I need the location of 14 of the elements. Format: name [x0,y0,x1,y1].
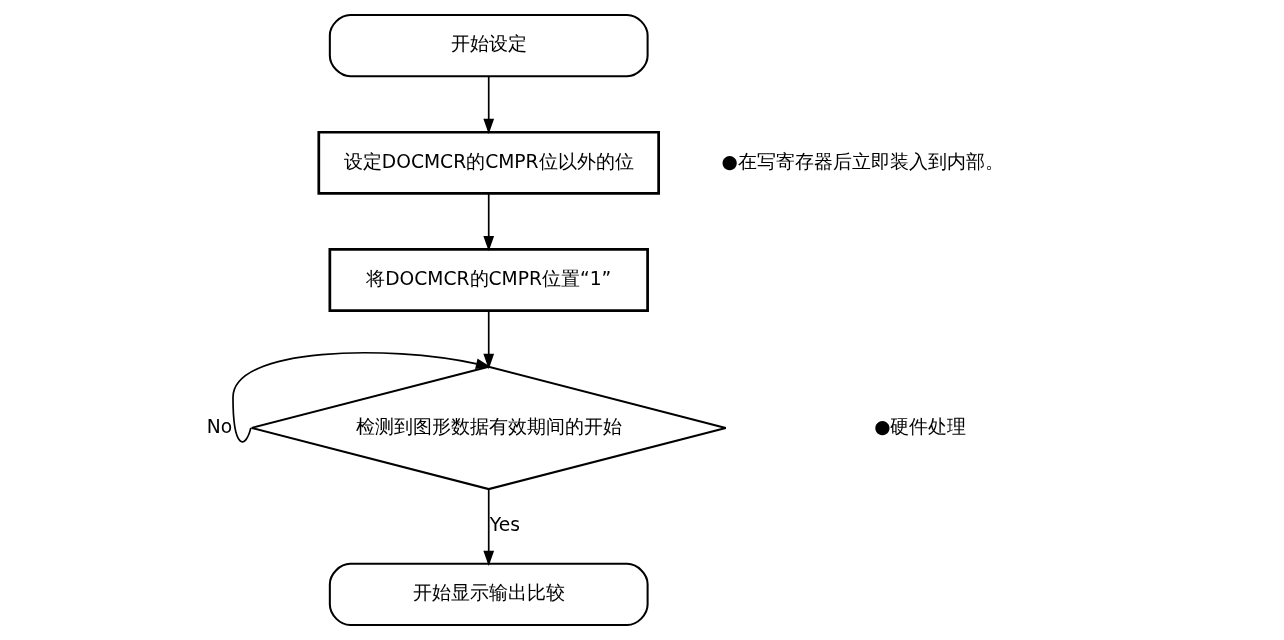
arrow [482,488,494,567]
node-diamond: 检测到图形数据有效期间的开始 [250,365,727,491]
arrow [231,352,491,443]
arrow [482,193,494,252]
arrow [482,310,494,370]
arrow [482,75,494,135]
edge-label: Yes [489,514,520,536]
node-box: 开始显示输出比较 [328,562,649,627]
node-box: 设定DOCMCR的CMPR位以外的位 [316,130,660,195]
node-box: 将DOCMCR的CMPR位置“1” [327,248,649,312]
edge-label: No [206,415,232,437]
node-box: 开始设定 [328,13,649,78]
label: ●硬件处理 [873,415,966,437]
node-label: ●在写寄存器后立即装入到内部。 [720,150,1004,172]
